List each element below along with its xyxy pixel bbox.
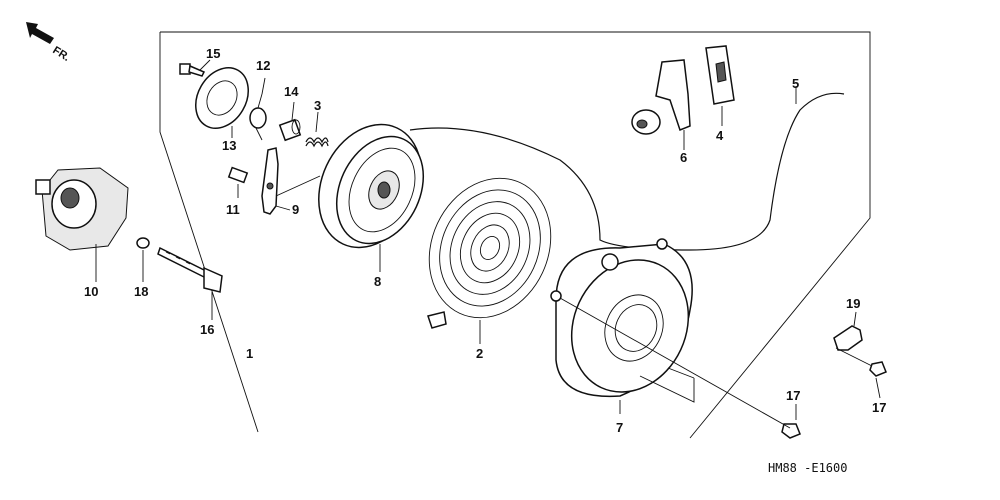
grip-part [631,59,691,135]
callout-4: 4 [716,128,724,143]
ratchet-part [261,147,279,215]
recoil-spring-part [427,177,552,329]
callout-14: 14 [284,84,299,99]
callout-9: 9 [292,202,299,217]
rope-guide-part [833,325,863,351]
front-direction-indicator: FR. [26,22,72,64]
starter-rope-part [409,92,845,251]
callout-5: 5 [792,76,799,91]
friction-plate-part [195,67,249,129]
pin-part [227,166,249,184]
diagram-code: HM88 -E1600 [768,461,847,475]
bolt-part [157,246,223,293]
callout-13: 13 [222,138,236,153]
small-bolt-part [179,63,206,77]
callout-8: 8 [374,274,381,289]
reel-part [318,123,425,249]
callout-6: 6 [680,150,687,165]
callout-16: 16 [200,322,214,337]
callout-11: 11 [226,202,240,217]
starter-case-part [550,238,693,398]
callout-19: 19 [846,296,860,311]
collar-part [278,118,302,142]
callout-10: 10 [84,284,98,299]
grip-cover-part [705,45,735,105]
callout-18: 18 [134,284,148,299]
assembly-outline [159,31,871,439]
starter-pulley-part [35,167,129,251]
flange-bolt-part-a [781,423,801,439]
callout-3: 3 [314,98,321,113]
callout-12: 12 [256,58,270,73]
callout-2: 2 [476,346,483,361]
washer-part [136,237,150,249]
callout-17b: 17 [872,400,886,415]
front-arrow-icon [26,22,54,44]
callout-1: 1 [246,346,253,361]
front-label: FR. [50,44,71,64]
flange-bolt-part-b [869,361,887,377]
callout-15: 15 [206,46,220,61]
spring-part [249,93,267,141]
small-spring-part [305,137,329,148]
callout-7: 7 [616,420,623,435]
callout-17a: 17 [786,388,800,403]
